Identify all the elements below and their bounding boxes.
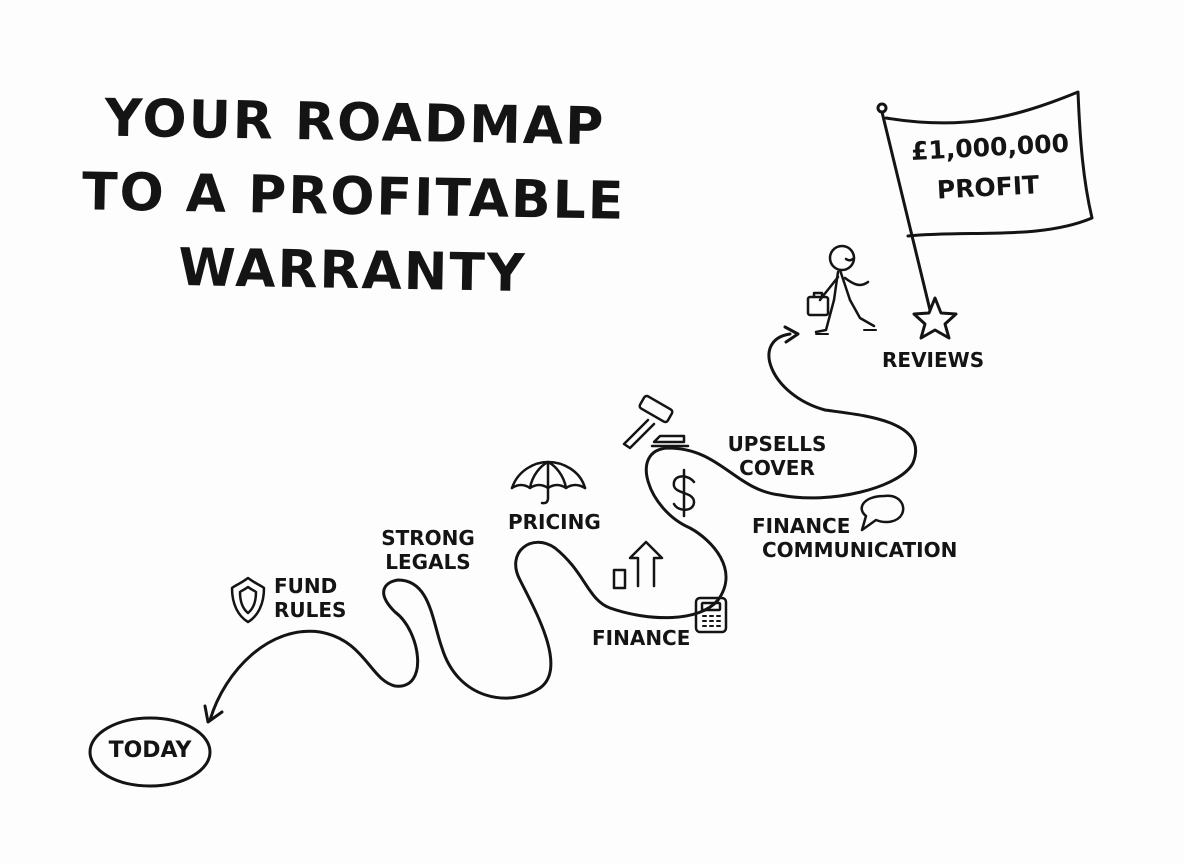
growth-arrow-icon bbox=[612, 540, 664, 590]
speech-bubble-icon bbox=[860, 494, 905, 532]
shield-icon bbox=[230, 576, 266, 624]
milestone-finance-line-1: FINANCE bbox=[592, 626, 691, 650]
gavel-icon bbox=[622, 394, 690, 450]
milestone-finance-communication: FINANCE COMMUNICATION bbox=[752, 514, 957, 562]
milestone-strong-legals-line-1: STRONG bbox=[381, 526, 475, 550]
milestone-fund-rules-line-1: FUND bbox=[274, 574, 338, 598]
milestone-upsells-cover: UPSELLS COVER bbox=[722, 432, 832, 480]
milestone-strong-legals-line-2: LEGALS bbox=[385, 550, 471, 574]
walking-person-icon bbox=[806, 244, 877, 335]
milestone-reviews-line-1: REVIEWS bbox=[882, 348, 985, 372]
milestone-pricing: PRICING bbox=[508, 510, 601, 534]
start-label: TODAY bbox=[108, 738, 192, 763]
flag-amount: £1,000,000 bbox=[910, 128, 1070, 166]
title-line-1: YOUR ROADMAP bbox=[104, 88, 606, 158]
umbrella-icon bbox=[510, 460, 587, 505]
milestone-reviews: REVIEWS bbox=[882, 348, 984, 372]
milestone-fund-rules-line-2: RULES bbox=[274, 598, 347, 622]
title-line-2: TO A PROFITABLE bbox=[81, 162, 626, 232]
flag-text: £1,000,000 PROFIT bbox=[910, 124, 1070, 212]
title-line-3: WARRANTY bbox=[177, 237, 527, 305]
milestone-upsells-cover-line-2: COVER bbox=[739, 456, 815, 480]
milestone-fund-rules: FUND RULES bbox=[274, 574, 346, 622]
milestone-finance-communication-line-1: FINANCE bbox=[752, 514, 851, 538]
milestone-pricing-line-1: PRICING bbox=[508, 510, 601, 534]
milestone-finance: FINANCE bbox=[592, 626, 690, 650]
milestone-strong-legals: STRONG LEGALS bbox=[378, 526, 478, 574]
flag-icon bbox=[876, 90, 1094, 312]
star-icon bbox=[912, 296, 958, 340]
milestone-upsells-cover-line-1: UPSELLS bbox=[727, 432, 827, 456]
milestone-finance-communication-line-2: COMMUNICATION bbox=[762, 538, 958, 562]
arrowhead-end bbox=[783, 325, 800, 344]
flag-word: PROFIT bbox=[936, 170, 1040, 205]
road-path bbox=[208, 332, 917, 722]
page-title: YOUR ROADMAP TO A PROFITABLE WARRANTY bbox=[80, 81, 627, 312]
today-ellipse bbox=[88, 716, 212, 788]
calculator-icon bbox=[694, 596, 728, 634]
arrowhead-start bbox=[203, 704, 224, 724]
dollar-icon bbox=[672, 468, 696, 518]
